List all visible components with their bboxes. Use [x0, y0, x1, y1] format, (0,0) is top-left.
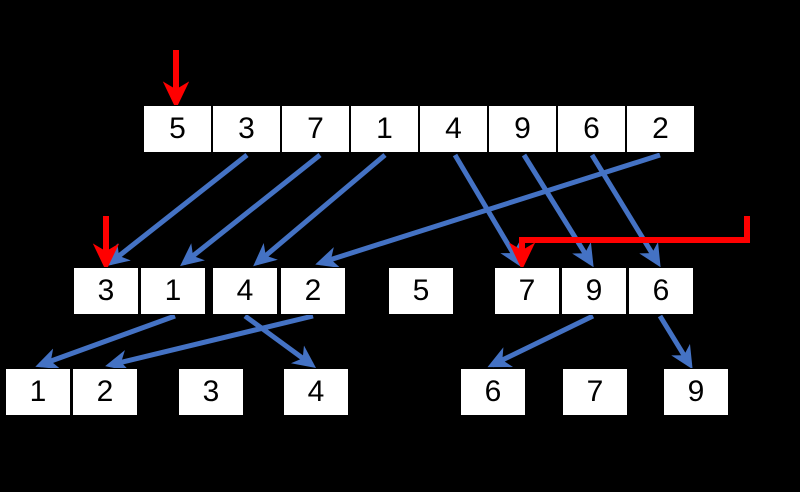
- arrow-mid-1-to-bottom-4: [243, 313, 317, 368]
- array-cell: 4: [212, 267, 278, 315]
- arrow-mid-6-to-bottom-9: [657, 314, 693, 370]
- arrow-mid-9-to-bottom-6: [487, 313, 595, 368]
- array-cell: 6: [628, 267, 694, 315]
- red-bracket-to-mid-7: [508, 216, 750, 271]
- array-cell: 3: [212, 105, 281, 153]
- array-cell: 3: [73, 267, 139, 315]
- array-cell: 1: [5, 368, 71, 416]
- arrow-mid-4-to-bottom-1: [35, 313, 176, 370]
- array-cell: 4: [283, 368, 349, 416]
- array-cell: 2: [280, 267, 346, 315]
- array-cell: 9: [561, 267, 627, 315]
- array-cell: 2: [72, 368, 138, 416]
- array-cell: 7: [562, 368, 628, 416]
- array-cell: 1: [140, 267, 206, 315]
- array-cell: 7: [281, 105, 350, 153]
- array-cell: 3: [178, 368, 244, 416]
- array-cell: 5: [388, 267, 454, 315]
- arrow-top-9-to-mid-9: [521, 153, 594, 268]
- arrow-top-2-to-mid-2: [315, 152, 661, 269]
- array-cell: 5: [143, 105, 212, 153]
- array-cell: 1: [350, 105, 419, 153]
- array-cell: 9: [663, 368, 729, 416]
- array-cell: 2: [626, 105, 695, 153]
- arrow-top-7-to-mid-1: [180, 153, 322, 267]
- array-cell: 4: [419, 105, 488, 153]
- blue-arrow-group: [35, 152, 693, 372]
- arrow-top-3-to-mid-3: [106, 153, 249, 267]
- array-cell: 6: [460, 368, 526, 416]
- array-cell: 7: [494, 267, 560, 315]
- array-cell: 6: [557, 105, 626, 153]
- red-arrow-group: [92, 50, 750, 272]
- arrow-top-6-to-mid-6: [589, 153, 661, 268]
- array-cell: 9: [488, 105, 557, 153]
- arrow-top-1-to-mid-4: [253, 153, 387, 267]
- arrow-mid-2-to-bottom-2: [105, 313, 314, 372]
- arrow-top-4-to-mid-7: [452, 153, 522, 268]
